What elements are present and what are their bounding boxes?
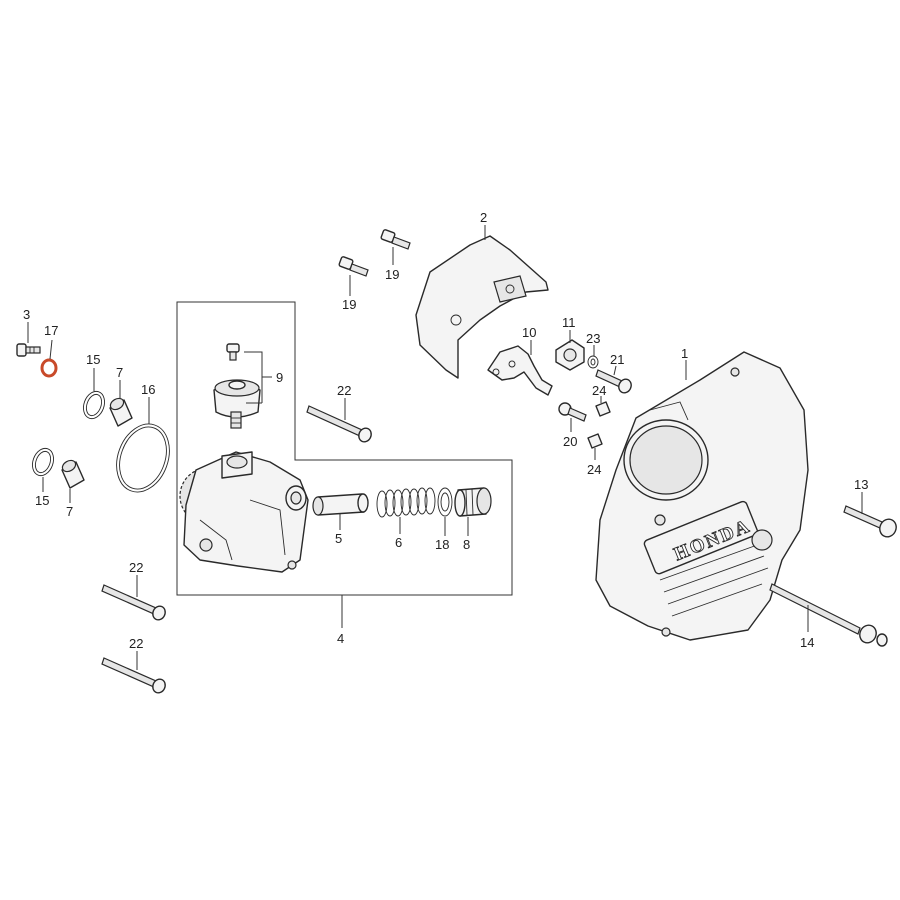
callout-22c: 22 <box>129 636 143 651</box>
part-22-bolt-lower <box>101 657 166 694</box>
part-15-ring-upper <box>83 390 105 420</box>
part-9-screw <box>226 343 240 361</box>
callout-5: 5 <box>335 531 342 546</box>
callout-6: 6 <box>395 535 402 550</box>
part-16-large-o-ring <box>116 423 170 493</box>
part-18-washer <box>437 487 453 517</box>
part-17-o-ring <box>40 358 58 378</box>
callout-2: 2 <box>480 210 487 225</box>
part-6-spring <box>376 487 436 518</box>
callout-20: 20 <box>563 434 577 449</box>
callout-24a: 24 <box>592 383 606 398</box>
callout-3: 3 <box>23 307 30 322</box>
callout-16: 16 <box>141 382 155 397</box>
callout-22b: 22 <box>129 560 143 575</box>
callout-23: 23 <box>586 331 600 346</box>
part-23-washer <box>587 355 599 369</box>
callout-7b: 7 <box>66 504 73 519</box>
callout-19b: 19 <box>385 267 399 282</box>
part-22-bolt-upper <box>306 405 372 443</box>
callout-15a: 15 <box>86 352 100 367</box>
part-8-sealing-bolt <box>454 487 492 517</box>
callout-19a: 19 <box>342 297 356 312</box>
callout-8: 8 <box>463 537 470 552</box>
part-7-collar-lower <box>61 459 85 489</box>
callout-11: 11 <box>562 315 576 330</box>
part-10-bracket <box>487 345 553 396</box>
part-3-bolt <box>16 343 41 357</box>
callout-21: 21 <box>610 352 624 367</box>
leader-21 <box>613 365 617 376</box>
part-11-grommet <box>555 339 585 371</box>
callout-7a: 7 <box>116 365 123 380</box>
part-15-ring-lower <box>32 447 54 477</box>
part-19-bolt-left <box>338 256 369 277</box>
callout-18: 18 <box>435 537 449 552</box>
leader-17 <box>49 339 53 360</box>
callout-1: 1 <box>681 346 688 361</box>
part-24-dowel-lower <box>587 433 603 449</box>
callout-24b: 24 <box>587 462 601 477</box>
callout-14: 14 <box>800 635 814 650</box>
part-14-long-bolt <box>769 583 888 647</box>
callout-4: 4 <box>337 631 344 646</box>
oil-pump-body <box>179 451 309 573</box>
part-2-cover-plate <box>415 235 549 379</box>
callout-10: 10 <box>522 325 536 340</box>
callout-9: 9 <box>276 370 283 385</box>
assembly-bracket-4 <box>176 301 513 596</box>
part-13-bolt <box>843 505 897 538</box>
callout-17: 17 <box>44 323 58 338</box>
part-5-relief-valve <box>312 493 369 516</box>
part-19-bolt-right <box>380 229 411 250</box>
part-7-collar-upper <box>109 397 133 427</box>
part-24-dowel-upper <box>595 401 611 417</box>
part-22-bolt-middle <box>101 584 166 621</box>
part-9-pressure-switch <box>213 379 261 429</box>
callout-15b: 15 <box>35 493 49 508</box>
callout-13: 13 <box>854 477 868 492</box>
leader-9 <box>244 351 272 403</box>
part-21-bolt <box>595 369 632 394</box>
part-1-crankcase-cover: HONDA <box>595 351 809 641</box>
part-20-screw <box>558 402 587 422</box>
callout-22a: 22 <box>337 383 351 398</box>
